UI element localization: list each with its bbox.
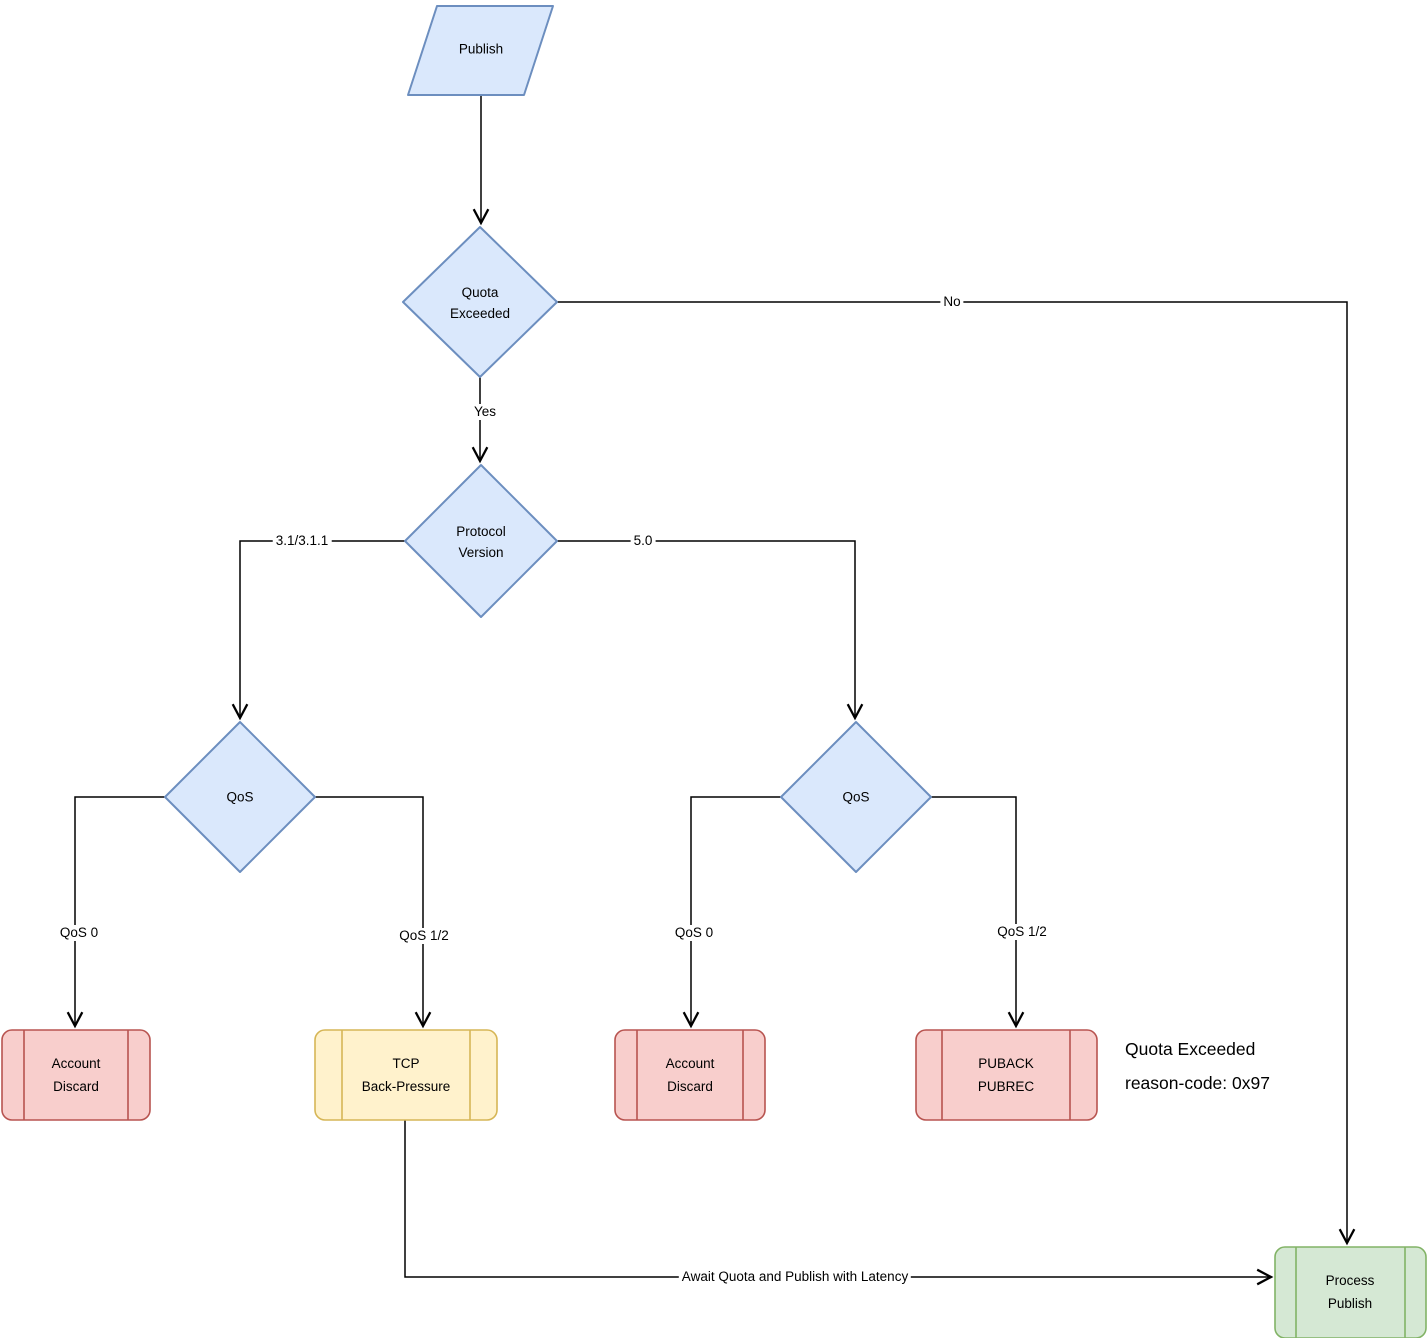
tcp-back-pressure-shape xyxy=(314,1029,498,1121)
edges-layer xyxy=(66,95,1356,1286)
edge-await-to-process-publish xyxy=(404,1120,1274,1286)
edge-protocol-50-to-qos xyxy=(557,540,864,721)
blue-shapes-layer xyxy=(164,5,932,873)
edge-no-to-process-publish xyxy=(557,301,1356,1246)
quota-exceeded-decision-shape xyxy=(402,226,558,378)
edge-label-qos0-50: QoS 0 xyxy=(671,925,717,941)
qos-50-decision-shape xyxy=(780,721,932,873)
protocol-version-decision-shape xyxy=(404,464,558,618)
process-publish-shape xyxy=(1274,1246,1427,1338)
edge-label-protocol-31: 3.1/3.1.1 xyxy=(272,533,332,549)
qos-31-decision-shape xyxy=(164,721,316,873)
edge-label-yes: Yes xyxy=(470,404,500,420)
edge-label-no: No xyxy=(940,294,964,310)
edge-qos12-to-puback-pubrec xyxy=(931,796,1025,1029)
account-discard-31-shape xyxy=(1,1029,151,1121)
publish-io-shape xyxy=(407,5,554,96)
edge-label-await-quota: Await Quota and Publish with Latency xyxy=(678,1269,912,1285)
edge-qos0-to-account-discard-50 xyxy=(682,796,781,1029)
quota-exceeded-reason-code-note: Quota Exceeded reason-code: 0x97 xyxy=(1125,1039,1270,1093)
edge-label-qos12-31: QoS 1/2 xyxy=(396,928,452,944)
edge-label-qos0-31: QoS 0 xyxy=(56,925,102,941)
edge-qos0-to-account-discard-31 xyxy=(66,796,165,1029)
edge-qos12-to-tcp-back-pressure xyxy=(315,796,432,1029)
puback-pubrec-shape xyxy=(915,1029,1098,1121)
process-shapes-layer xyxy=(1,1029,1427,1338)
edge-protocol-31-to-qos xyxy=(231,540,405,721)
account-discard-50-shape xyxy=(614,1029,766,1121)
edge-label-protocol-50: 5.0 xyxy=(630,533,656,549)
edge-label-qos12-50: QoS 1/2 xyxy=(994,924,1050,940)
